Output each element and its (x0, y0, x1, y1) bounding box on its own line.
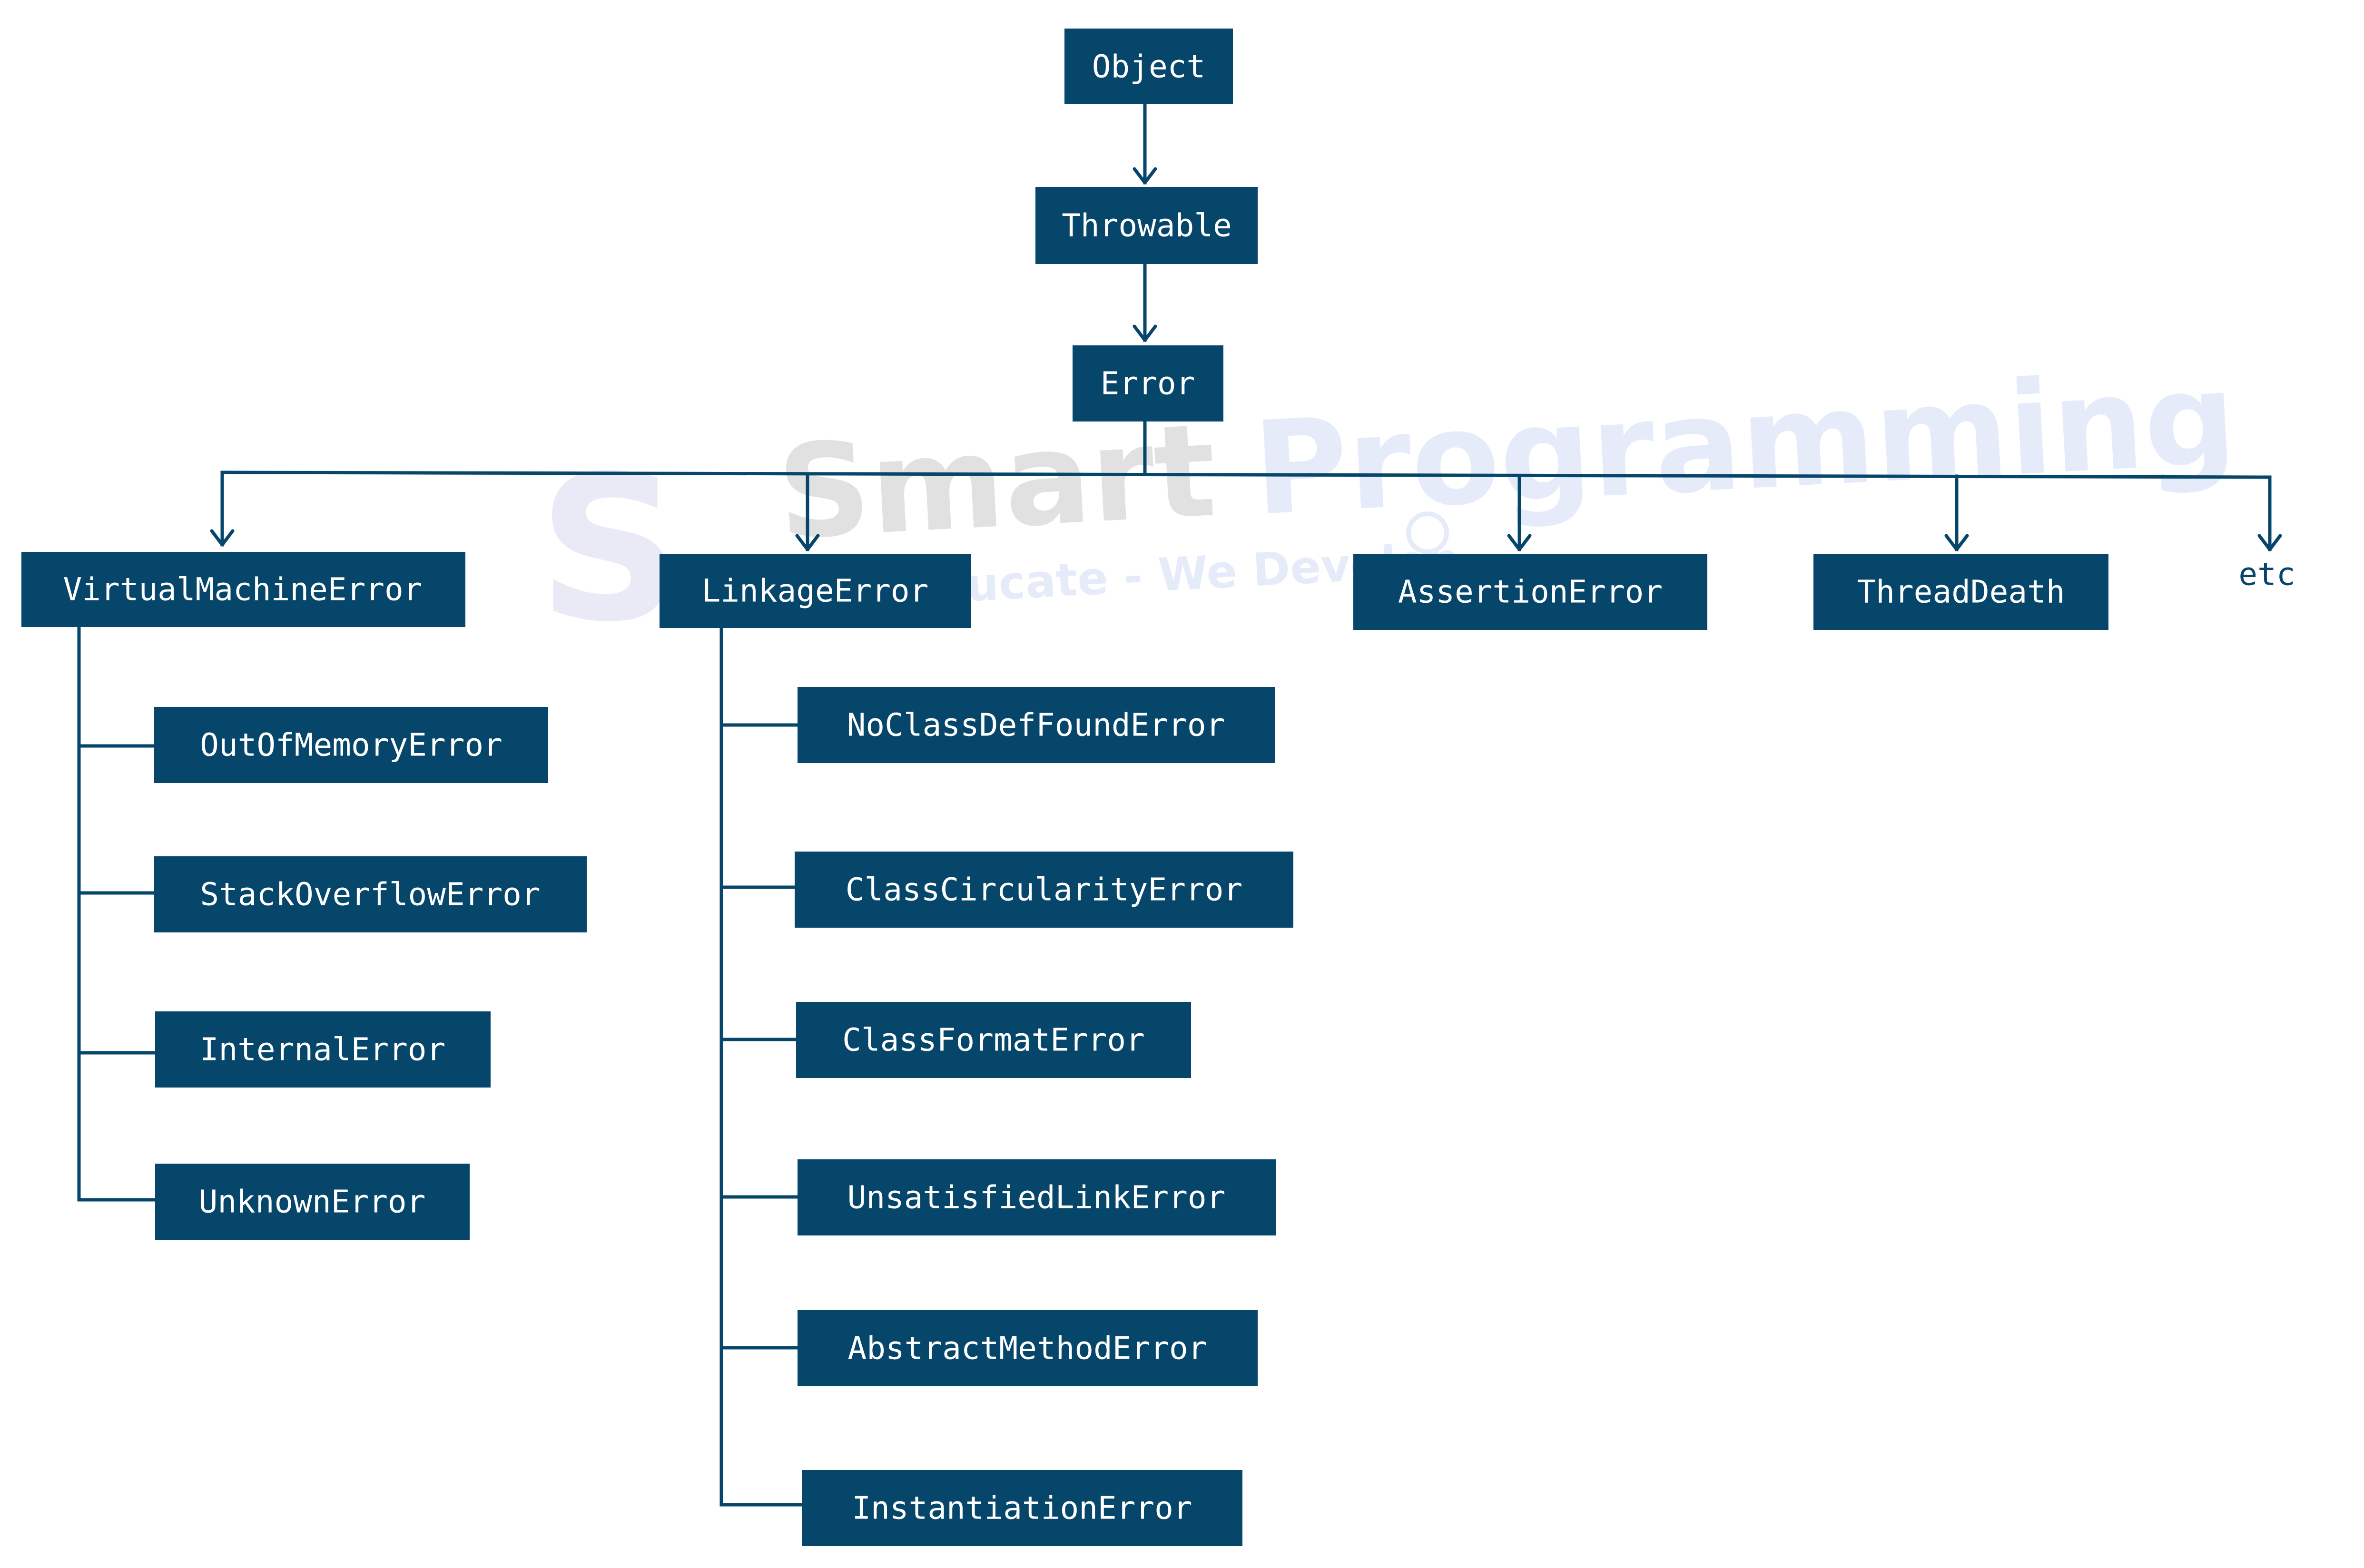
lightbulb-icon (1406, 511, 1449, 554)
node-error: Error (1073, 345, 1223, 421)
node-class-circularity-error-label: ClassCircularityError (846, 872, 1242, 908)
node-out-of-memory-error-label: OutOfMemoryError (200, 727, 502, 764)
node-throwable-label: Throwable (1062, 207, 1232, 244)
node-instantiation-error-label: InstantiationError (852, 1490, 1192, 1527)
node-virtual-machine-error: VirtualMachineError (21, 552, 465, 627)
watermark-logo: S (538, 433, 682, 666)
node-error-label: Error (1101, 365, 1195, 402)
node-object: Object (1064, 29, 1233, 104)
node-throwable: Throwable (1035, 187, 1258, 264)
node-class-circularity-error: ClassCircularityError (795, 852, 1293, 928)
node-linkage-error-label: LinkageError (702, 573, 929, 609)
node-class-format-error: ClassFormatError (796, 1002, 1191, 1078)
node-object-label: Object (1092, 49, 1205, 85)
node-instantiation-error: InstantiationError (802, 1470, 1242, 1546)
node-assertion-error: AssertionError (1353, 554, 1707, 630)
node-thread-death-label: ThreadDeath (1857, 574, 2065, 610)
node-thread-death: ThreadDeath (1813, 554, 2108, 630)
node-unsatisfied-link-error-label: UnsatisfiedLinkError (847, 1179, 1226, 1216)
node-internal-error: InternalError (155, 1011, 491, 1088)
node-stack-overflow-error-label: StackOverflowError (200, 876, 540, 913)
node-unknown-error: UnknownError (155, 1164, 470, 1240)
node-abstract-method-error: AbstractMethodError (798, 1310, 1258, 1386)
node-no-class-def-found-error-label: NoClassDefFoundError (847, 707, 1225, 744)
node-abstract-method-error-label: AbstractMethodError (848, 1330, 1207, 1367)
connectors (77, 102, 2282, 1507)
node-internal-error-label: InternalError (200, 1031, 446, 1068)
watermark-brand-programming: Programming (1250, 343, 2240, 544)
node-unknown-error-label: UnknownError (199, 1184, 426, 1220)
node-stack-overflow-error: StackOverflowError (154, 856, 587, 932)
node-unsatisfied-link-error: UnsatisfiedLinkError (798, 1159, 1276, 1235)
node-linkage-error: LinkageError (660, 554, 971, 628)
node-out-of-memory-error: OutOfMemoryError (154, 707, 548, 783)
node-virtual-machine-error-label: VirtualMachineError (63, 571, 423, 608)
node-no-class-def-found-error: NoClassDefFoundError (798, 687, 1275, 763)
node-assertion-error-label: AssertionError (1398, 574, 1663, 610)
node-etc-label: etc (2238, 556, 2295, 593)
node-class-format-error-label: ClassFormatError (842, 1022, 1145, 1058)
